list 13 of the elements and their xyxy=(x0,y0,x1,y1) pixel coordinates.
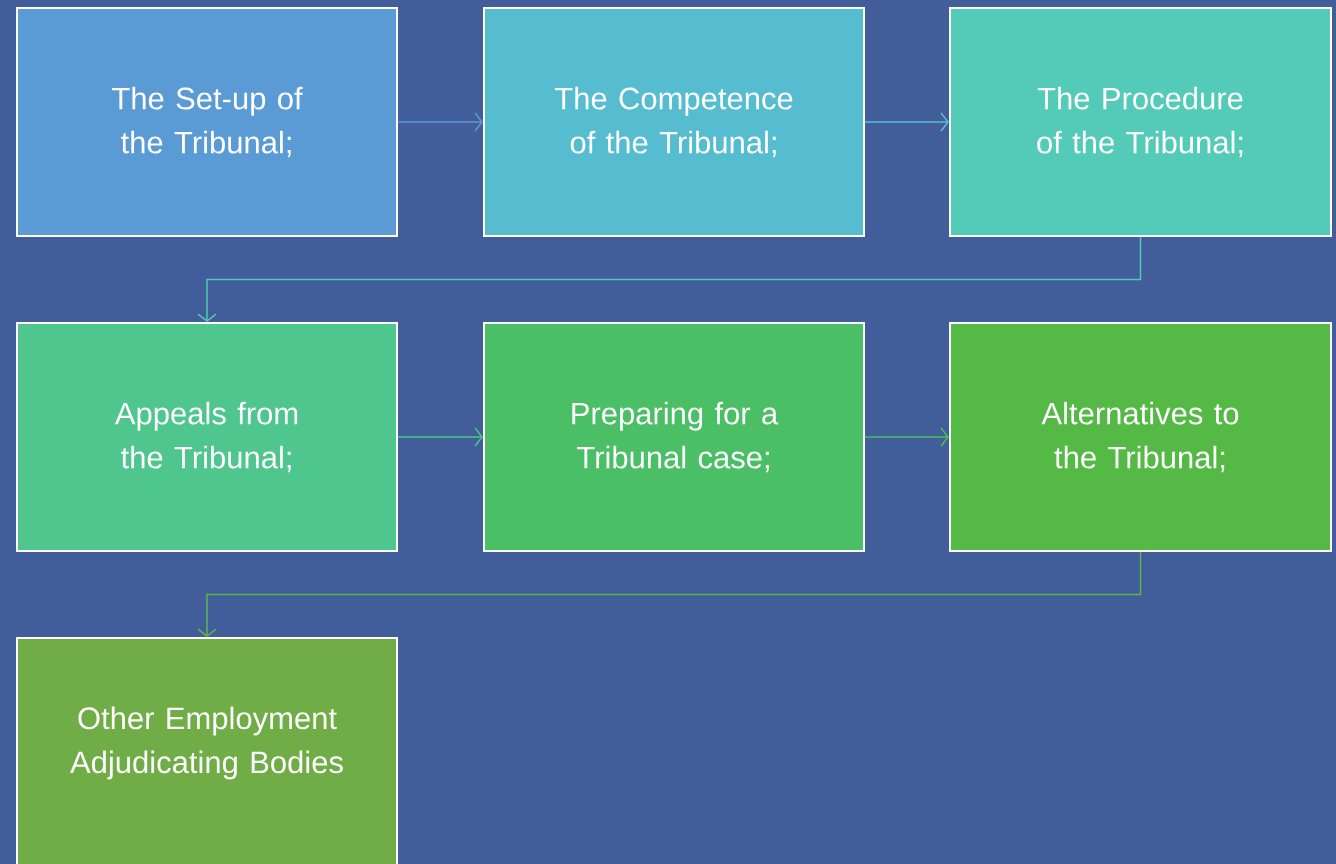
process-box: The Competence of the Tribunal; xyxy=(483,7,865,237)
process-box: Appeals from the Tribunal; xyxy=(16,322,398,552)
arrow xyxy=(197,236,1142,322)
process-box: The Procedure of the Tribunal; xyxy=(949,7,1332,237)
arrow xyxy=(397,112,483,132)
process-box: Preparing for a Tribunal case; xyxy=(483,322,865,552)
process-box: Alternatives to the Tribunal; xyxy=(949,322,1332,552)
process-box: Other Employment Adjudicating Bodies xyxy=(16,637,398,864)
arrow xyxy=(197,551,1142,637)
arrow xyxy=(397,427,483,447)
arrow xyxy=(864,427,949,447)
process-box: The Set-up of the Tribunal; xyxy=(16,7,398,237)
arrow xyxy=(864,112,949,132)
